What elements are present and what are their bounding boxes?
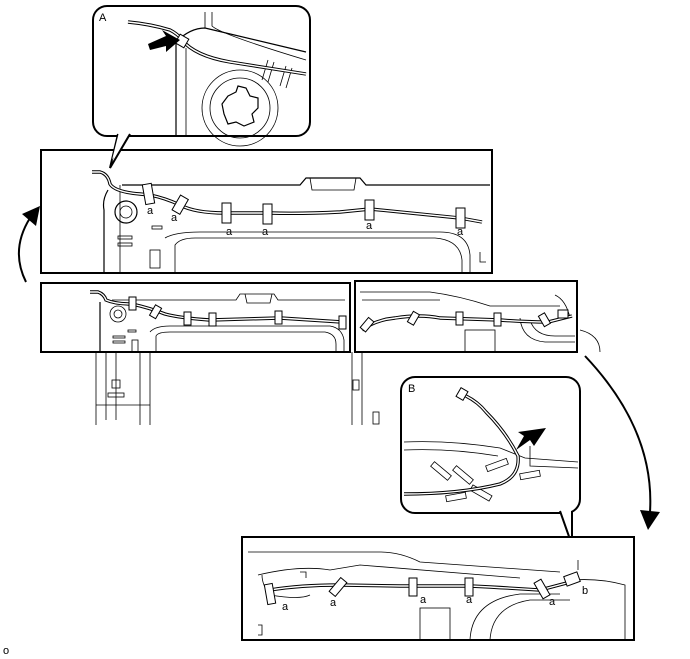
- curved-arrow-left: [17, 206, 40, 283]
- detail-label-b: B: [408, 383, 415, 395]
- clip-label: a: [366, 220, 373, 232]
- clip-label-b: b: [582, 585, 588, 597]
- clip-label: a: [466, 594, 473, 606]
- corner-mark: o: [3, 645, 9, 657]
- detail-panel-lower-right: a a a a a b: [241, 536, 635, 641]
- detail-panel-upper-left: a a a a a a: [40, 149, 493, 274]
- clip-label: a: [420, 594, 427, 606]
- detail-label-a: A: [99, 12, 107, 24]
- clip-label: a: [262, 226, 269, 238]
- overview-panel-right: [354, 280, 578, 353]
- detail-callout-b: B: [400, 376, 581, 546]
- clip-label: a: [226, 226, 233, 238]
- overview-panel-left: [40, 282, 351, 353]
- clip-label: a: [282, 601, 289, 613]
- clip-label: a: [457, 226, 464, 238]
- clip-label: a: [147, 205, 154, 217]
- roof-structure-background: [95, 329, 601, 425]
- clip-label: a: [171, 212, 178, 224]
- clip-label: a: [549, 596, 556, 608]
- detail-callout-a: A: [92, 5, 311, 169]
- curved-arrow-right: [584, 355, 660, 530]
- clip-label: a: [330, 597, 337, 609]
